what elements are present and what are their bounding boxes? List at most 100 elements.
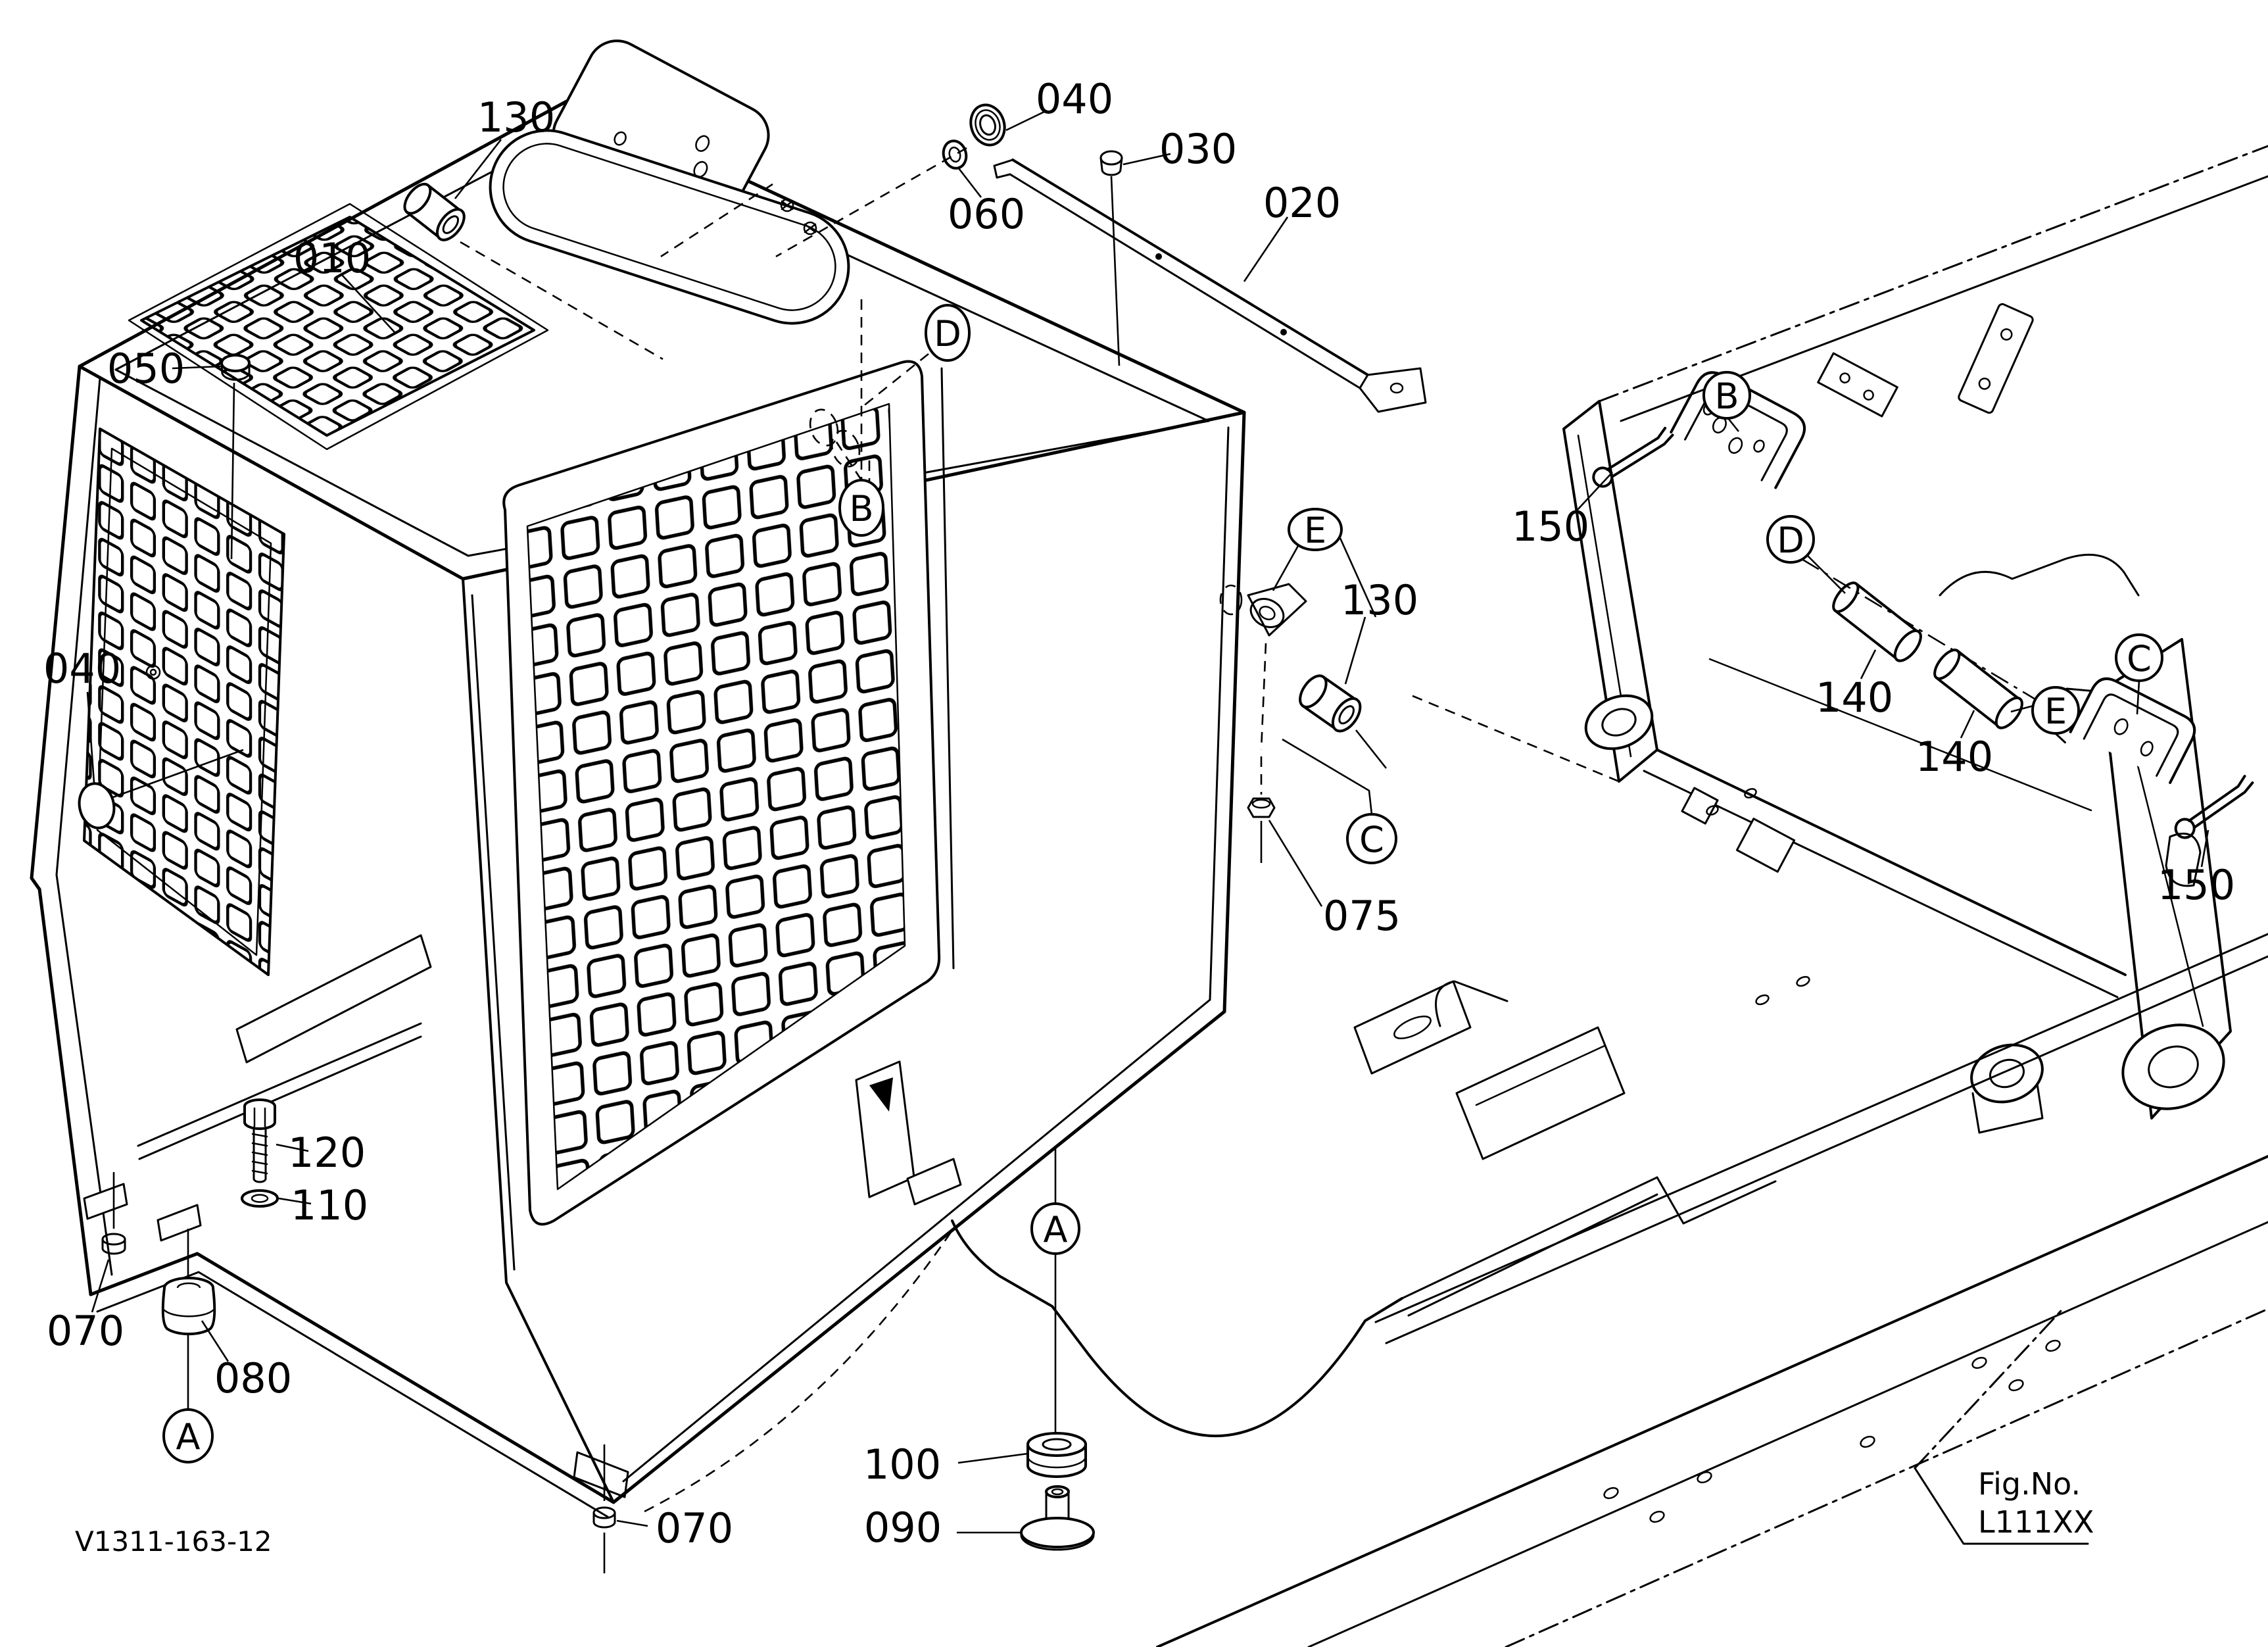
part-label-110: 110 <box>291 1181 368 1229</box>
deck-behind-cab <box>1401 1176 1658 1317</box>
fender-edge <box>951 1219 1090 1356</box>
drawing-code: V1311-163-12 <box>75 1525 272 1558</box>
roof-mesh-border <box>140 216 535 437</box>
deck-contour <box>1939 553 2140 597</box>
ref-marker-c-frame: C <box>2115 633 2163 682</box>
ref-letter: A <box>1044 1209 1068 1250</box>
deck-long-edge-2 <box>1307 1221 2268 1647</box>
latch-arrow <box>869 1077 893 1112</box>
deck-plate-2 <box>1735 818 1796 873</box>
leader-ref-c-frame <box>2136 680 2140 715</box>
cab-right-rear-edge <box>1222 410 1246 1014</box>
leader-060 <box>957 168 982 198</box>
ref-letter: B <box>1714 376 1739 417</box>
grommet-080 <box>161 1277 216 1336</box>
leader-100 <box>957 1452 1028 1464</box>
cotter-pin-150-left <box>1592 426 1674 488</box>
ref-marker-a-cab: A <box>162 1408 214 1463</box>
deck-long-edge-1 <box>1156 1155 2268 1647</box>
part-label-040-left: 040 <box>43 645 121 693</box>
left-mesh-inner-border <box>96 447 272 956</box>
deck-holes <box>1603 788 2061 1523</box>
fig-no-label: Fig.No. <box>1978 1466 2081 1502</box>
cab-e-bracket <box>1219 583 1307 637</box>
ref-marker-b-cab: B <box>838 479 884 537</box>
ref-letter: B <box>849 488 873 529</box>
support-plate <box>1353 980 1472 1075</box>
door-mesh-inner-border <box>526 403 906 1191</box>
tiny-screw-1 <box>780 198 794 212</box>
part-label-030: 030 <box>1159 125 1237 173</box>
grommet-100 <box>1026 1432 1087 1478</box>
grommet-040-dashed <box>775 147 967 258</box>
fender-bracket <box>906 1158 962 1206</box>
ref-marker-a-frame: A <box>1030 1202 1080 1255</box>
dashed-diag <box>660 183 773 258</box>
support-slot <box>1393 1016 1432 1039</box>
leader-130-top <box>454 139 502 199</box>
ref-marker-e-frame: E <box>2031 686 2080 735</box>
leader-ref-b-cab <box>835 441 863 481</box>
part-label-070-mid: 070 <box>656 1504 733 1552</box>
part-label-120: 120 <box>288 1129 366 1177</box>
ref-markers: A A B B C C D D <box>162 304 2163 1463</box>
leader-040-top <box>1005 109 1048 132</box>
leader-ref-c-cab <box>1282 738 1373 815</box>
fig-no-value: L111XX <box>1978 1504 2094 1540</box>
deck-box-inner <box>1475 1045 1606 1106</box>
part-label-050: 050 <box>107 345 185 393</box>
roller-130-dashed <box>460 241 664 360</box>
part-label-090: 090 <box>864 1504 942 1552</box>
leader-050 <box>172 365 222 370</box>
tiny-screw-2 <box>803 221 817 235</box>
ref-marker-d-frame: D <box>1766 515 1815 564</box>
cab-left-pillar-inner <box>55 377 113 1276</box>
bushing-090 <box>1020 1485 1095 1551</box>
part-label-060: 060 <box>948 190 1025 238</box>
leader-150-left <box>1576 472 1613 511</box>
leader-140-d <box>1860 649 1877 679</box>
leader-040-left <box>86 691 95 783</box>
ref-letter: C <box>2127 638 2152 679</box>
cab-bottom-sill <box>89 1252 615 1504</box>
cab-front-pillar <box>462 578 615 1504</box>
part-label-010: 010 <box>293 234 371 282</box>
frame-hub-right <box>2121 1023 2225 1110</box>
roller-130-top <box>403 182 466 241</box>
deck-edge-2 <box>1643 770 2119 998</box>
ref-marker-d-cab: D <box>925 304 971 362</box>
cab-right-rear-edge-inner <box>1209 426 1230 1001</box>
frame-block-1 <box>1817 352 1898 418</box>
part-label-150-left: 150 <box>1512 503 1589 551</box>
deck-shelf <box>1708 658 2092 812</box>
leader-020 <box>1243 216 1289 282</box>
left-foot-flange <box>83 1183 128 1220</box>
deck-box <box>1455 1026 1626 1160</box>
roof-oval-opening <box>489 129 850 325</box>
leader-070-mid <box>616 1519 648 1527</box>
ref-marker-e-cab: E <box>1288 508 1343 551</box>
part-label-140-e: 140 <box>1916 733 1993 781</box>
leader-075 <box>1268 820 1323 907</box>
nut-075 <box>1247 756 1276 863</box>
ref-letter: A <box>176 1416 201 1458</box>
door-frame-edge <box>940 367 955 970</box>
cab-front-pillar-inner <box>471 594 516 1271</box>
e-bracket-dashed-line <box>1260 643 1267 750</box>
leader-130-right <box>1344 616 1366 685</box>
ref-letter: E <box>2044 691 2067 732</box>
ref-letter: D <box>934 313 961 355</box>
ref-letter: C <box>1359 819 1384 860</box>
deck-edge-1 <box>1656 749 2127 976</box>
wheel-arch <box>1088 1297 1403 1438</box>
oring-dashed-2 <box>831 430 861 468</box>
oring-dashed-1 <box>809 408 839 447</box>
interior-brace <box>137 1022 422 1160</box>
plug-050 <box>220 354 251 560</box>
leader-140-e <box>1960 710 1975 739</box>
roof-mesh-outer-border <box>128 203 549 451</box>
leader-030 <box>1122 153 1171 166</box>
fig-no-leader <box>1914 1467 2089 1545</box>
d-dashed-leader <box>862 353 929 408</box>
